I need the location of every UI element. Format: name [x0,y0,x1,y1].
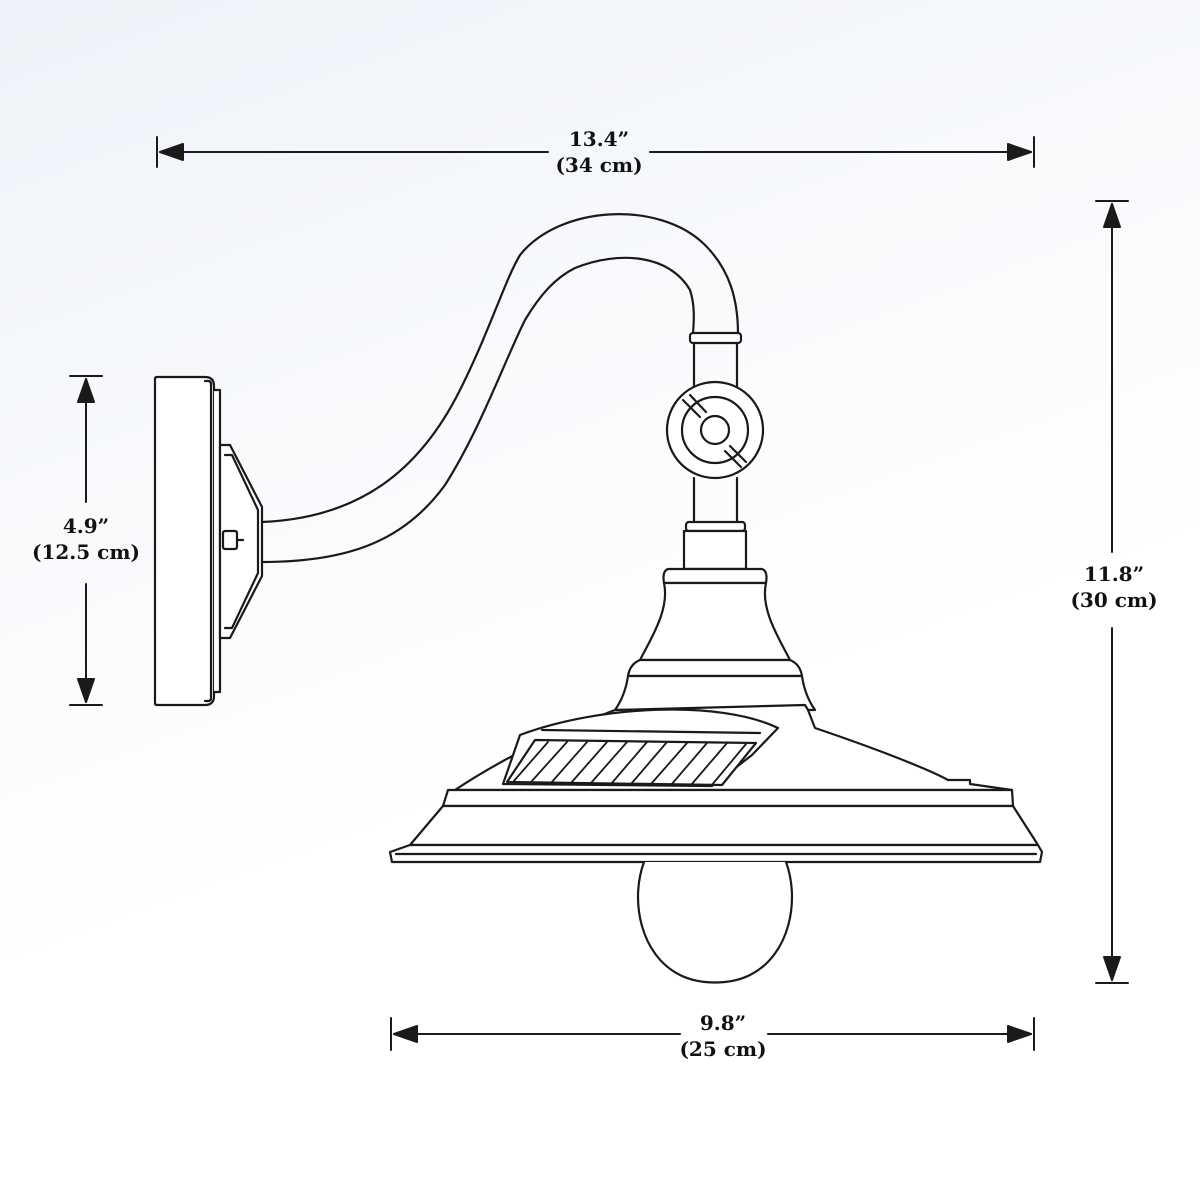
shade-diameter-dimension-line [390,1017,1035,1051]
backplate-height-dimension-line [69,375,103,706]
gooseneck-arm [260,213,743,564]
overall-width-dimension-line [156,136,1035,168]
backplate-height-metric: (12.5 cm) [32,540,140,564]
backplate [153,375,264,707]
overall-height-metric: (30 cm) [1070,588,1158,612]
overall-height-dimension-line [1095,200,1129,984]
overall-height-label: 11.8” (30 cm) [1064,561,1164,613]
overall-width-label: 13.4” (34 cm) [549,126,649,178]
backplate-height-imperial: 4.9” [62,514,110,538]
overall-width-metric: (34 cm) [555,153,643,177]
lamp-shade [388,703,1044,864]
shade-diameter-imperial: 9.8” [699,1011,747,1035]
socket-housing [613,520,817,712]
light-bulb [636,860,794,984]
swivel-knuckle [665,380,765,524]
shade-diameter-label: 9.8” (25 cm) [673,1010,773,1062]
dimension-lines [69,136,1129,1051]
shade-diameter-metric: (25 cm) [679,1037,767,1061]
overall-width-imperial: 13.4” [568,127,630,151]
solar-panel [501,708,780,788]
backplate-height-label: 4.9” (12.5 cm) [26,513,146,565]
overall-height-imperial: 11.8” [1083,562,1145,586]
